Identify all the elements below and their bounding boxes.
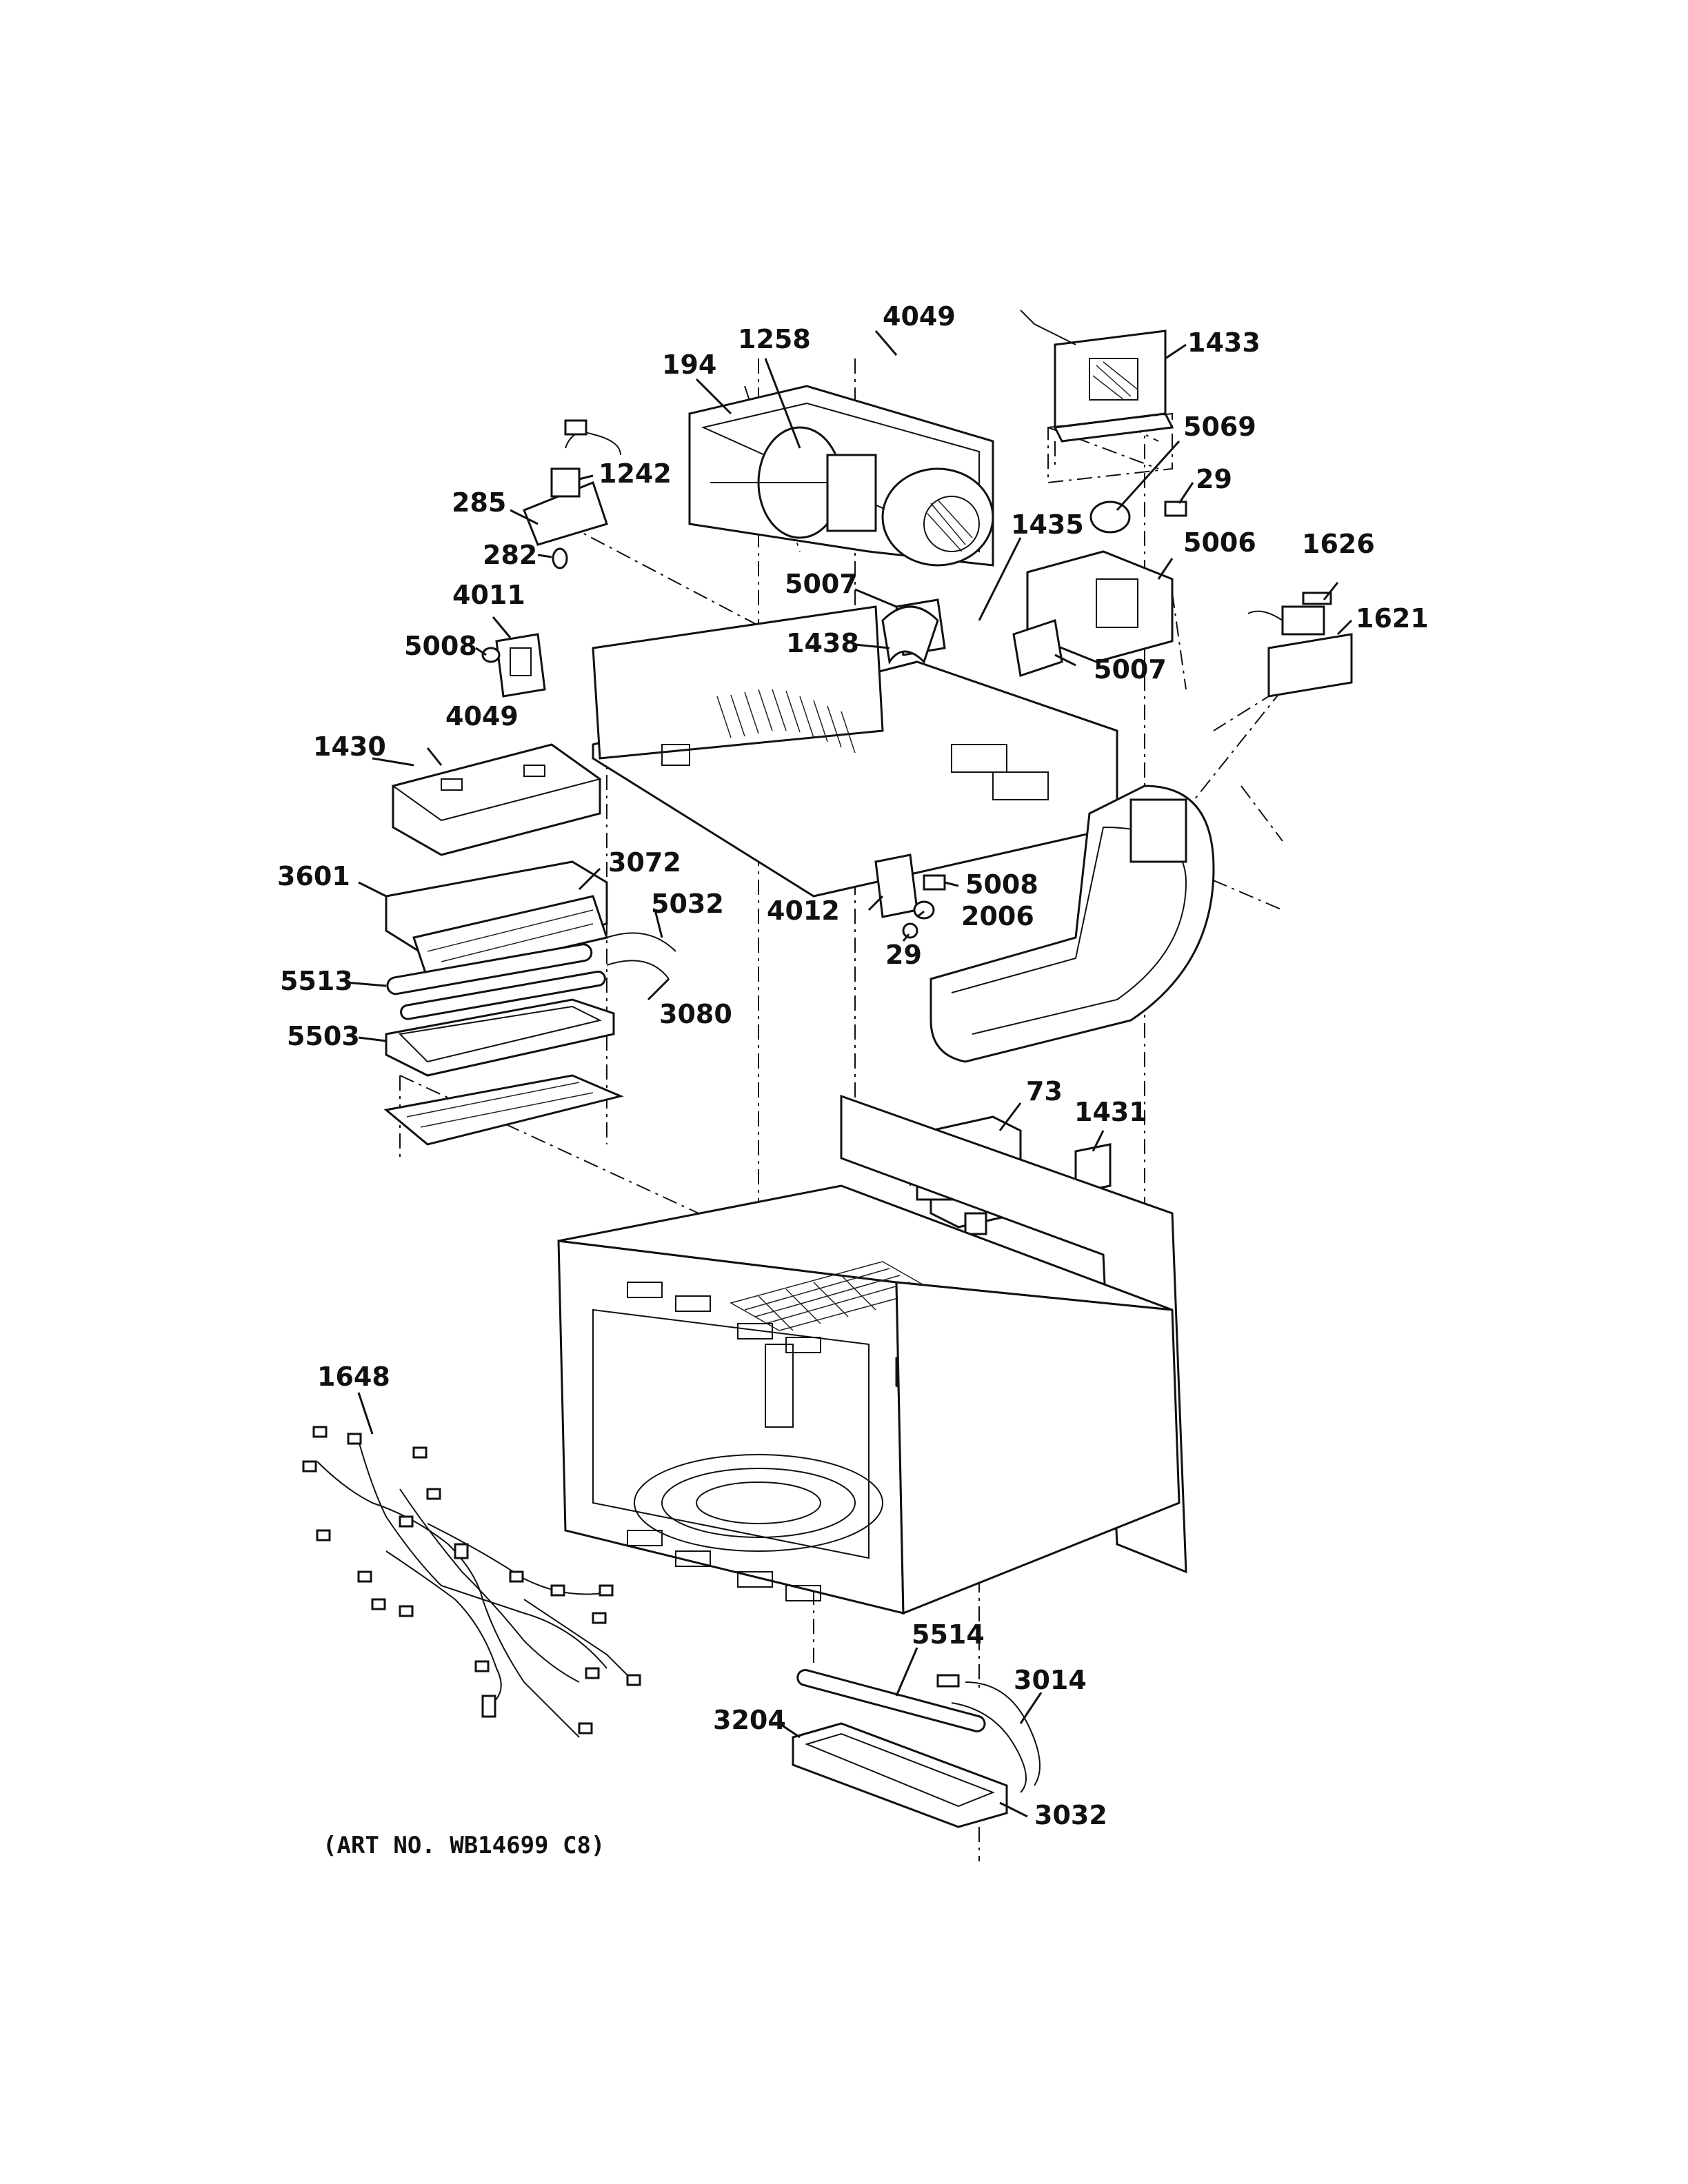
label-194: 194 bbox=[662, 350, 716, 380]
label-5006: 5006 bbox=[1183, 527, 1256, 558]
vent-duct bbox=[930, 785, 1215, 1063]
top-panel bbox=[592, 605, 1118, 898]
label-1438: 1438 bbox=[786, 628, 859, 658]
label-5008-right: 5008 bbox=[965, 869, 1038, 900]
label-1621: 1621 bbox=[1356, 603, 1429, 634]
part-labels: 4049 1258 194 1433 1242 285 282 5069 29 … bbox=[277, 301, 1429, 1859]
label-5007-right: 5007 bbox=[1094, 654, 1167, 685]
interlock-part-left bbox=[481, 633, 546, 698]
label-3032: 3032 bbox=[1034, 1800, 1107, 1830]
label-1648: 1648 bbox=[317, 1362, 390, 1392]
label-282: 282 bbox=[483, 540, 537, 570]
art-number: (ART NO. WB14699 C8) bbox=[323, 1832, 605, 1859]
label-285: 285 bbox=[452, 487, 506, 518]
label-1435: 1435 bbox=[1011, 509, 1084, 540]
label-4049-left: 4049 bbox=[445, 701, 519, 731]
label-4011: 4011 bbox=[452, 580, 525, 610]
wire-harness bbox=[302, 1426, 641, 1738]
heater-stack bbox=[383, 743, 676, 1146]
label-3072: 3072 bbox=[608, 847, 681, 878]
label-29-middle: 29 bbox=[885, 940, 922, 970]
label-73: 73 bbox=[1026, 1076, 1063, 1106]
duct-part bbox=[881, 550, 1174, 677]
light-socket-part bbox=[523, 419, 621, 569]
label-1626: 1626 bbox=[1302, 529, 1375, 559]
label-29-top: 29 bbox=[1196, 464, 1232, 494]
label-5069: 5069 bbox=[1183, 412, 1256, 442]
label-2006: 2006 bbox=[961, 901, 1034, 931]
label-5513: 5513 bbox=[280, 966, 353, 996]
label-5032: 5032 bbox=[651, 889, 724, 919]
label-3080: 3080 bbox=[659, 999, 732, 1029]
label-4049-top: 4049 bbox=[883, 301, 956, 332]
oven-cavity bbox=[557, 1094, 1187, 1615]
label-1258: 1258 bbox=[738, 324, 811, 354]
label-3204: 3204 bbox=[713, 1705, 786, 1735]
thermostat-part bbox=[1089, 501, 1187, 534]
label-5514: 5514 bbox=[912, 1619, 985, 1650]
label-1431: 1431 bbox=[1074, 1097, 1147, 1127]
interlock-part-right bbox=[874, 853, 946, 939]
lower-heater-assembly bbox=[792, 1668, 1041, 1861]
label-1242: 1242 bbox=[599, 458, 672, 489]
label-4012: 4012 bbox=[767, 896, 840, 926]
label-5503: 5503 bbox=[287, 1021, 360, 1051]
label-3014: 3014 bbox=[1014, 1665, 1087, 1695]
label-5008-left: 5008 bbox=[404, 631, 477, 661]
transformer-part bbox=[1020, 310, 1174, 484]
label-5007-left: 5007 bbox=[785, 569, 858, 599]
label-1433: 1433 bbox=[1187, 327, 1260, 358]
leader-lines bbox=[344, 330, 1353, 1818]
relay-part bbox=[1247, 592, 1353, 698]
blower-assembly bbox=[688, 385, 994, 567]
label-1430: 1430 bbox=[313, 731, 386, 762]
label-3601: 3601 bbox=[277, 861, 350, 891]
